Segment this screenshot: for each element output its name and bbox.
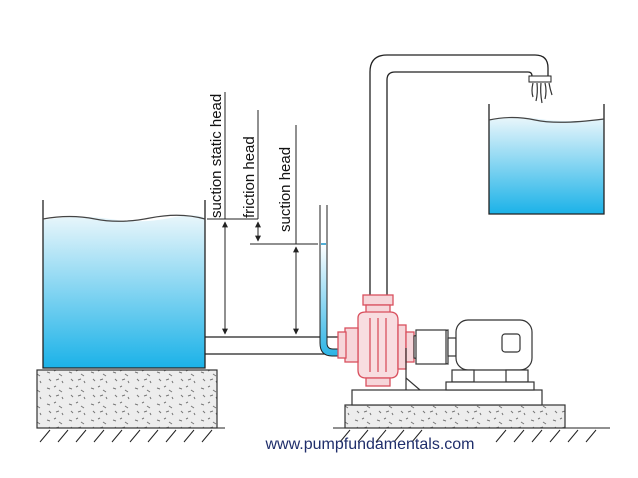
dimension-arrows [222,221,299,335]
website-url[interactable]: www.pumpfundamentals.com [265,436,475,453]
suction-head-label: suction head [277,147,294,232]
manometer-tube [319,205,342,357]
supply-tank [42,200,206,369]
bearing-housing [405,329,457,391]
supply-water-surface [42,214,206,222]
discharge-tank [488,104,605,215]
pump-base-foundation [344,404,566,429]
suction-static-head-label: suction static head [208,94,225,218]
discharge-water-surface [488,116,605,123]
centrifugal-pump [337,294,415,387]
water-stream [531,82,553,104]
discharge-pipe [369,54,553,300]
electric-motor [445,319,535,391]
baseplate [351,389,543,406]
friction-head-label: friction head [241,136,258,218]
dimension-lines [207,92,318,245]
supply-tank-foundation [36,369,218,429]
